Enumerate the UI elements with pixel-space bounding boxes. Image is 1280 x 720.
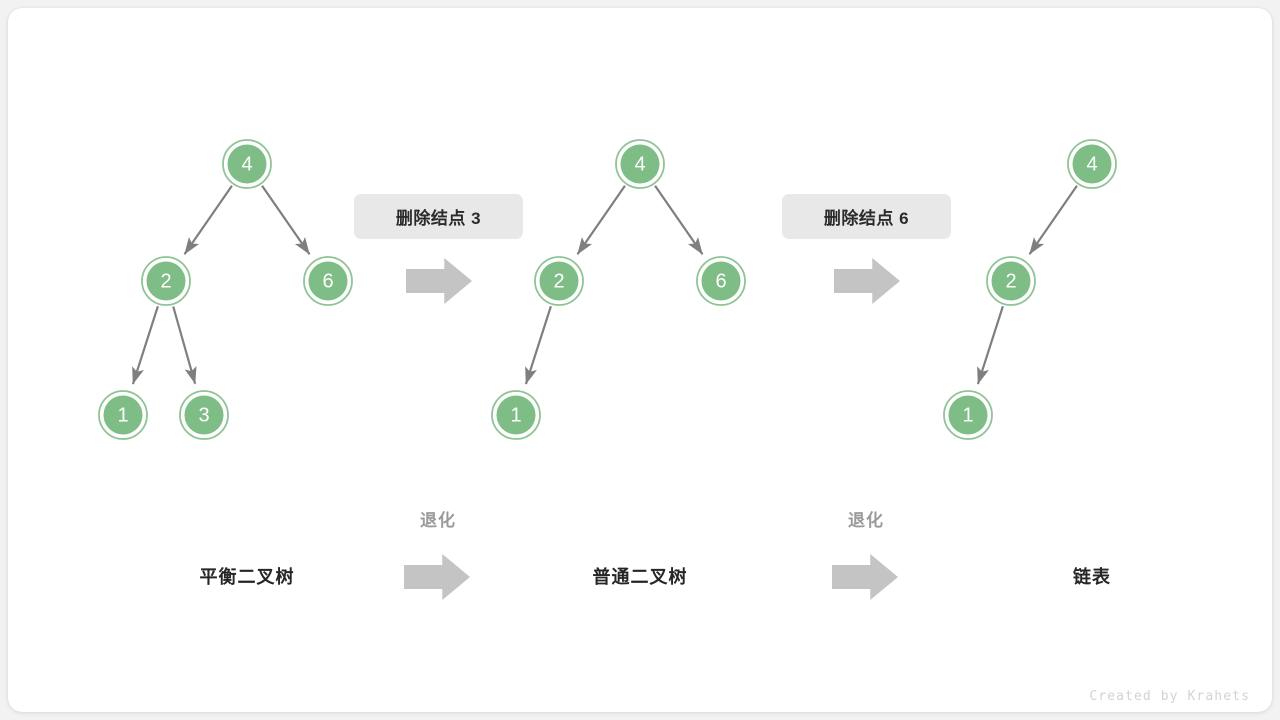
node-disc	[991, 261, 1031, 301]
node-value: 1	[117, 405, 128, 427]
node-disc	[1072, 144, 1112, 184]
tree-node: 1	[491, 390, 541, 440]
node-value: 6	[322, 271, 333, 293]
tree-node: 2	[986, 256, 1036, 306]
node-disc	[308, 261, 348, 301]
node-disc	[146, 261, 186, 301]
node-disc	[539, 261, 579, 301]
tree-nodes-group: 4 2 6 1 3 4 2 6 1 4 2 1	[98, 139, 1117, 440]
transition-arrow-top	[834, 258, 900, 304]
diagram-card	[8, 8, 1272, 712]
tree-node: 1	[98, 390, 148, 440]
tree-node: 1	[943, 390, 993, 440]
node-ring	[534, 256, 584, 306]
node-value: 3	[198, 405, 209, 427]
node-value: 1	[510, 405, 521, 427]
transition-arrow-bottom	[404, 554, 470, 600]
node-ring	[141, 256, 191, 306]
node-value: 2	[160, 271, 171, 293]
node-value: 2	[1005, 271, 1016, 293]
node-value: 6	[715, 271, 726, 293]
tree-node: 3	[179, 390, 229, 440]
node-ring	[986, 256, 1036, 306]
tree-node: 4	[1067, 139, 1117, 189]
tree-node: 2	[141, 256, 191, 306]
node-disc	[227, 144, 267, 184]
tree-edge	[654, 185, 704, 255]
transition-arrow-top	[406, 258, 472, 304]
node-disc	[184, 395, 224, 435]
node-ring	[696, 256, 746, 306]
node-disc	[620, 144, 660, 184]
tree-node: 6	[696, 256, 746, 306]
tree-edge	[183, 185, 233, 255]
node-ring	[179, 390, 229, 440]
node-value: 4	[241, 154, 252, 176]
node-ring	[1067, 139, 1117, 189]
tree-edge	[524, 305, 552, 385]
node-disc	[701, 261, 741, 301]
block-arrows-group	[404, 258, 900, 600]
tree-edge	[576, 185, 626, 255]
stage-label: 平衡二叉树	[199, 567, 295, 587]
node-ring	[98, 390, 148, 440]
tree-node: 6	[303, 256, 353, 306]
tree-edges-group	[131, 185, 1078, 385]
operation-chip: 删除结点 3	[354, 194, 523, 239]
tree-node: 4	[615, 139, 665, 189]
node-disc	[948, 395, 988, 435]
degeneration-label: 退化	[848, 511, 884, 530]
tree-edge	[1028, 185, 1078, 255]
tree-node: 4	[222, 139, 272, 189]
node-ring	[943, 390, 993, 440]
tree-edge	[131, 305, 159, 385]
node-ring	[491, 390, 541, 440]
node-value: 4	[634, 154, 645, 176]
tree-node: 2	[534, 256, 584, 306]
node-disc	[496, 395, 536, 435]
tree-edge	[172, 306, 197, 385]
credit-watermark: Created by Krahets	[1089, 689, 1250, 704]
node-disc	[103, 395, 143, 435]
node-ring	[615, 139, 665, 189]
operation-chip: 删除结点 6	[782, 194, 951, 239]
node-value: 2	[553, 271, 564, 293]
node-value: 1	[962, 405, 973, 427]
node-ring	[303, 256, 353, 306]
stage-label: 普通二叉树	[592, 567, 688, 587]
tree-edge	[976, 305, 1004, 385]
transition-arrow-bottom	[832, 554, 898, 600]
stage-label: 链表	[1073, 567, 1111, 587]
degeneration-label: 退化	[420, 511, 456, 530]
node-value: 4	[1086, 154, 1097, 176]
tree-edge	[261, 185, 311, 255]
node-ring	[222, 139, 272, 189]
